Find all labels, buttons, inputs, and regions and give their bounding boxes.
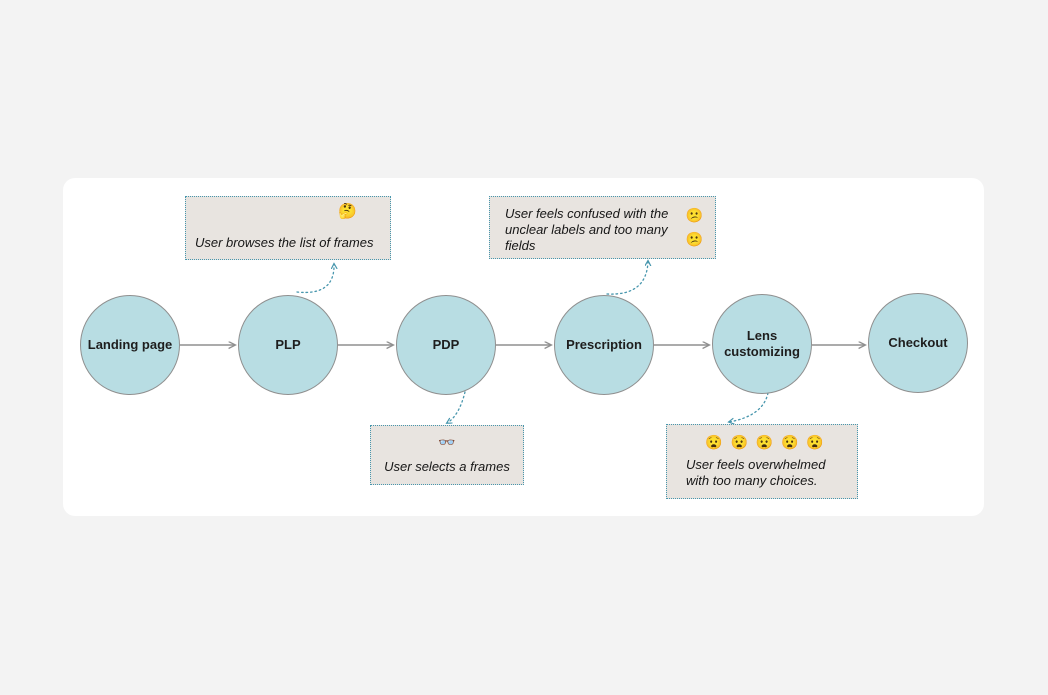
node-prescription[interactable]: Prescription [554, 295, 654, 395]
node-label: Checkout [888, 334, 948, 350]
connector-layer [180, 178, 984, 516]
node-checkout[interactable]: Checkout [868, 293, 968, 393]
node-label: Landing page [87, 336, 173, 352]
note-selects-frame[interactable]: 👓 User selects a frames [370, 425, 524, 485]
connector-lens-note [729, 392, 769, 422]
note-text: User browses the list of frames [195, 235, 374, 251]
connector-prescription-note [606, 261, 648, 295]
node-pdp[interactable]: PDP [396, 295, 496, 395]
thinking-face-emoji: 🤔 [338, 203, 357, 220]
glasses-emoji: 👓 [438, 434, 456, 450]
node-plp[interactable]: PLP [238, 295, 338, 395]
note-overwhelmed-choices[interactable]: 😧 😧 😧 😧 😧 User feels overwhelmed with to… [666, 424, 858, 499]
confused-face-emoji: 😕 [685, 231, 703, 247]
confused-face-emoji: 😕 [685, 207, 703, 223]
confused-emoji-stack: 😕 😕 [686, 206, 705, 250]
connector-pdp-note [447, 391, 466, 423]
node-label: PDP [432, 336, 460, 352]
note-text: User feels overwhelmed with too many cho… [686, 457, 826, 489]
note-connectors [296, 261, 769, 423]
node-label: PLP [275, 336, 301, 352]
note-text: User selects a frames [384, 459, 510, 475]
note-confused-labels[interactable]: User feels confused with the unclear lab… [489, 196, 716, 259]
node-lens-customizing[interactable]: Lens customizing [712, 294, 812, 394]
connector-plp-note [296, 264, 334, 294]
node-landing-page[interactable]: Landing page [80, 295, 180, 395]
note-browses-frames[interactable]: 🤔 User browses the list of frames [185, 196, 391, 260]
node-label: Lens customizing [724, 327, 800, 359]
diagram-canvas[interactable]: Landing page PLP PDP Prescription Lens c… [63, 178, 984, 516]
node-label: Prescription [566, 336, 642, 352]
anguished-face-emoji-row: 😧 😧 😧 😧 😧 [705, 434, 826, 450]
note-text: User feels confused with the unclear lab… [505, 206, 669, 253]
